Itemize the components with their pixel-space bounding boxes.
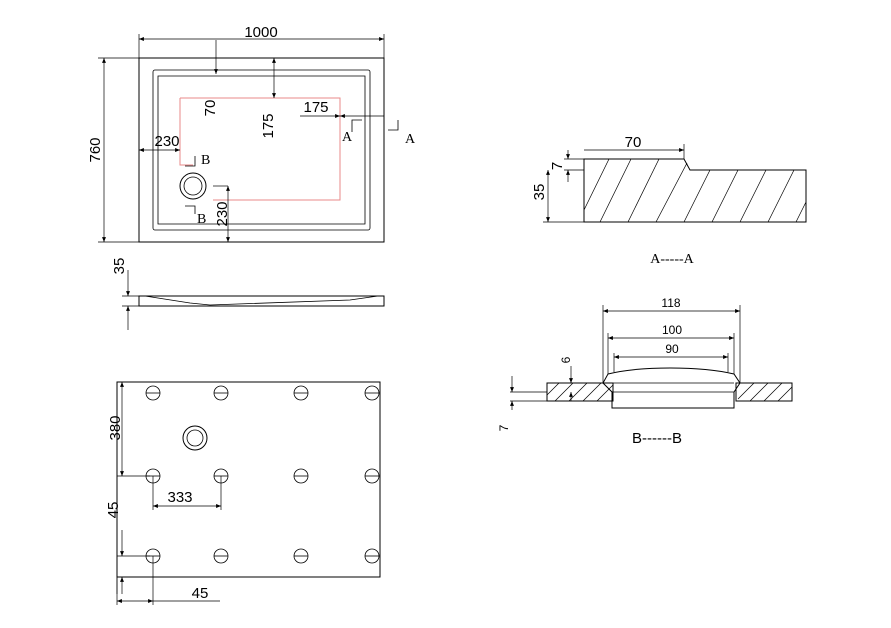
dim-230-horizontal: 230 — [154, 133, 179, 150]
drain-zone-outline — [179, 97, 341, 201]
drain-bottom-inner — [186, 429, 204, 447]
dim-230-vertical: 230 — [214, 201, 231, 226]
dim-175-horizontal: 175 — [303, 99, 328, 116]
dim-aa-70: 70 — [625, 134, 642, 151]
slab-left — [546, 382, 614, 402]
side-view: 35 — [111, 258, 385, 330]
section-bb-title: B------B — [632, 430, 682, 447]
bottom-outline — [116, 381, 381, 578]
dim-aa-7: 7 — [549, 162, 566, 170]
dim-bb-90: 90 — [665, 342, 679, 356]
drain-section — [602, 367, 741, 409]
drain-bottom-outer — [182, 425, 208, 451]
dim-width: 1000 — [244, 24, 277, 41]
section-b-bottom-label: B — [197, 212, 206, 227]
section-b-top-label: B — [201, 153, 210, 168]
dim-side-height: 35 — [111, 258, 128, 275]
section-aa-title: A-----A — [650, 252, 694, 267]
top-view: 1000 760 70 175 175 A A 230 B B 230 — [87, 24, 416, 243]
dim-bb-100: 100 — [662, 323, 682, 337]
section-aa: 70 7 35 A-----A — [531, 134, 807, 267]
slab-right — [735, 382, 793, 402]
bottom-view: 380 45 333 45 — [105, 381, 381, 605]
dim-height: 760 — [87, 137, 104, 162]
section-bb: 118 100 90 6 7 B------B — [497, 296, 793, 447]
dim-bb-7: 7 — [497, 424, 511, 431]
dim-aa-35: 35 — [531, 184, 548, 201]
drain-outer — [179, 172, 207, 200]
support-feet — [145, 385, 380, 564]
dim-333: 333 — [167, 489, 192, 506]
dim-45-horizontal: 45 — [192, 585, 209, 602]
dim-bb-118: 118 — [661, 296, 680, 310]
tray-basin — [157, 75, 366, 225]
side-profile — [138, 295, 385, 307]
dim-380: 380 — [107, 415, 124, 440]
dim-bb-6: 6 — [559, 356, 573, 363]
dim-175-vertical: 175 — [260, 113, 277, 138]
section-a-left-label: A — [342, 130, 353, 145]
section-a-right-label: A — [405, 132, 416, 147]
drain-inner — [183, 176, 203, 196]
dim-45-vertical: 45 — [105, 502, 122, 519]
dim-70: 70 — [202, 100, 219, 117]
section-aa-hatching — [583, 158, 807, 223]
